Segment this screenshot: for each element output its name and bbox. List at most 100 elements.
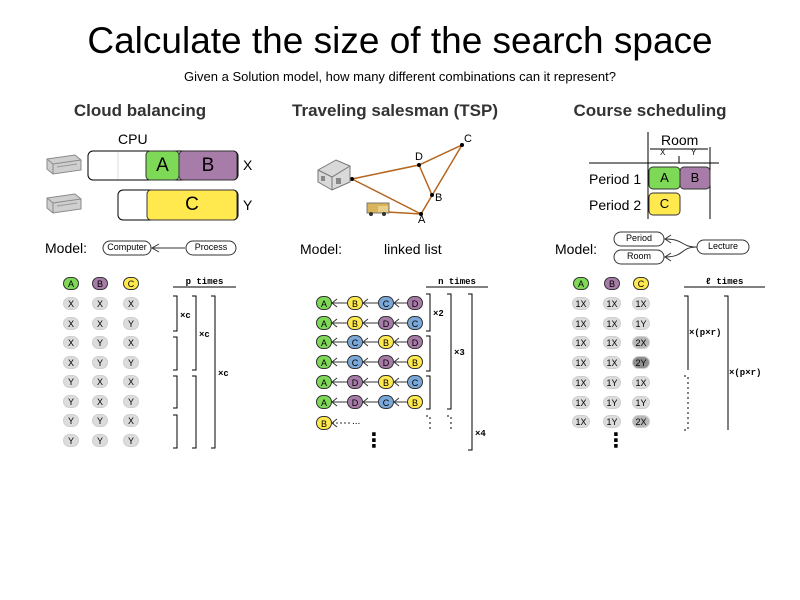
lecture-c-block: C <box>659 196 670 211</box>
assignment-cell: X <box>123 414 139 427</box>
tsp-model-value: linked list <box>384 241 442 257</box>
assignment-cell: X <box>63 336 79 349</box>
lecture-b-block: B <box>690 170 700 185</box>
assignment-cell: 1Y <box>603 415 621 429</box>
assignment-cell: 1X <box>603 316 621 330</box>
tsp-node-badge: D <box>347 394 363 409</box>
node-c-label: C <box>464 133 472 145</box>
process-c-block <box>146 189 238 221</box>
room-col-x: X <box>660 148 666 157</box>
tsp-node-badge: C <box>407 374 423 389</box>
assignment-cell: X <box>63 316 79 330</box>
assignment-cell: Y <box>92 414 108 427</box>
course-brackets <box>684 295 729 430</box>
tsp-node-badge: C <box>347 335 363 350</box>
assignment-cell: Y <box>123 394 139 408</box>
room-label: Room <box>661 132 699 148</box>
server-icon <box>46 193 82 214</box>
tsp-mult: ×2 <box>433 309 444 319</box>
assignment-cell: 2X <box>632 336 650 350</box>
course-times-label: ℓ times <box>705 277 744 287</box>
cloud-model-label: Model: <box>45 240 88 256</box>
assignment-cell: X <box>123 375 139 388</box>
assignment-cell: Y <box>123 316 139 330</box>
room-entity: Room <box>626 251 651 261</box>
assignment-cell: 1X <box>572 375 590 389</box>
assignment-cell: 1Y <box>632 316 650 330</box>
table-header-badge: A <box>573 277 589 290</box>
tsp-mult: ×4 <box>475 429 486 439</box>
assignment-cell: 1Y <box>603 395 621 409</box>
tsp-model-label: Model: <box>300 241 343 257</box>
tsp-node-badge: B <box>407 355 423 370</box>
assignment-cell: 1X <box>603 297 621 310</box>
computer-entity: Computer <box>107 242 147 252</box>
table-header-badge: C <box>633 277 649 290</box>
assignment-cell: 2X <box>632 415 650 429</box>
tsp-node-badge: A <box>316 335 332 350</box>
room-col-y: Y <box>691 148 697 157</box>
tsp-times-label: n times <box>438 277 476 287</box>
tsp-node-badge: A <box>316 394 332 409</box>
tsp-node-badge: C <box>407 315 423 330</box>
assignment-cell: Y <box>63 433 79 447</box>
tsp-node-badge: D <box>347 374 363 389</box>
tsp-brackets <box>426 293 473 451</box>
tsp-chain-continuation: ... <box>352 416 361 427</box>
assignment-cell: 1Y <box>603 375 621 389</box>
assignment-cell: X <box>63 297 79 310</box>
tsp-node-badge: C <box>378 296 394 310</box>
bar-letter: A <box>156 155 169 176</box>
course-model-label: Model: <box>555 241 598 257</box>
table-header-badge: C <box>123 277 139 290</box>
tsp-node-badge: B <box>316 416 332 430</box>
course-ellipsis: ⋮ <box>606 430 626 452</box>
bar-letter: B <box>201 155 215 176</box>
cloud-mult: ×c <box>199 330 210 340</box>
computer-x-label: X <box>243 157 253 173</box>
tsp-node-badge: D <box>378 315 394 330</box>
process-b-block <box>178 150 238 181</box>
assignment-cell: 1X <box>632 297 650 310</box>
assignment-cell: X <box>123 297 139 310</box>
assignment-cell: Y <box>63 414 79 427</box>
node-b-label: B <box>435 192 443 204</box>
course-mult: ×(p×r) <box>689 328 722 338</box>
assignment-cell: 1X <box>572 297 590 310</box>
assignment-cell: 1X <box>603 336 621 350</box>
tsp-node-badge: D <box>378 355 394 370</box>
tsp-node-badge: A <box>316 355 332 370</box>
tsp-node-badge: C <box>378 394 394 409</box>
course-title: Course scheduling <box>573 101 727 120</box>
tsp-node-badge: B <box>407 394 423 409</box>
cpu-label: CPU <box>118 131 148 147</box>
table-header-badge: A <box>63 277 79 290</box>
assignment-cell: 2Y <box>632 356 650 370</box>
assignment-cell: 1Y <box>632 395 650 409</box>
tsp-node-badge: B <box>347 315 363 330</box>
table-header-badge: B <box>92 277 108 290</box>
process-entity: Process <box>194 242 228 252</box>
assignment-cell: 1X <box>572 356 590 370</box>
next-arrow-icon <box>331 418 350 428</box>
assignment-cell: 1X <box>632 375 650 389</box>
assignment-cell: Y <box>63 394 79 408</box>
tsp-node-badge: D <box>407 335 423 350</box>
assignment-cell: Y <box>123 355 139 369</box>
computer-y-label: Y <box>243 197 253 213</box>
assignment-cell: Y <box>92 433 108 447</box>
tsp-mult: ×3 <box>454 348 465 358</box>
assignment-cell: 1X <box>572 316 590 330</box>
tsp-node-badge: B <box>347 296 363 310</box>
assignment-cell: 1X <box>572 395 590 409</box>
tsp-node-badge: C <box>347 355 363 370</box>
page-subtitle: Given a Solution model, how many differe… <box>184 69 616 84</box>
cloud-mult: ×c <box>218 369 229 379</box>
table-header-badge: B <box>604 277 620 290</box>
tsp-title: Traveling salesman (TSP) <box>292 101 498 120</box>
period-2-label: Period 2 <box>589 197 642 213</box>
assignment-cell: Y <box>92 355 108 369</box>
node-d-label: D <box>415 151 423 163</box>
truck-icon <box>366 202 390 216</box>
